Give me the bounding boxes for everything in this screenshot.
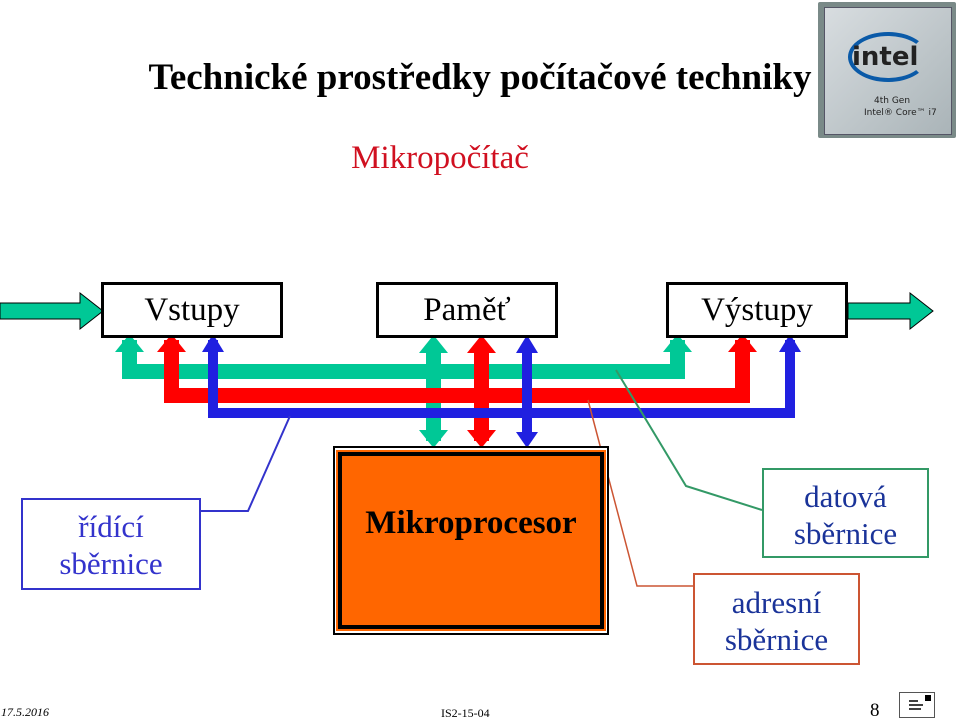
footer-date: 17.5.2016 (1, 705, 49, 719)
outputs-box: Výstupy (666, 282, 848, 338)
address-bus-label-line1: adresní (731, 585, 822, 620)
page-number: 8 (870, 700, 880, 721)
footer-code: IS2-15-04 (441, 706, 490, 720)
address-bus (157, 334, 757, 448)
control-bus-label-line2: sběrnice (59, 546, 163, 581)
data-bus-label-line2: sběrnice (793, 516, 898, 551)
input-arrow (0, 291, 104, 331)
data-bus-callout-line (615, 369, 763, 511)
address-bus-label-line2: sběrnice (724, 622, 829, 657)
cpu-label: Mikroprocesor (365, 505, 577, 541)
cpu-box (336, 450, 606, 631)
control-bus-callout-line (201, 415, 291, 512)
memory-box: Paměť (376, 282, 558, 338)
chip-brand: intel (852, 42, 919, 72)
intel-chip-image: intel 4th Gen Intel® Core™ i7 (818, 2, 956, 138)
slide-subtitle: Mikropočítač (351, 140, 529, 176)
chip-line2: Intel® Core™ i7 (864, 108, 937, 118)
address-bus-label: adresní sběrnice (693, 573, 860, 665)
slide-navigation-icon[interactable] (899, 692, 935, 718)
control-bus (202, 334, 801, 448)
control-bus-label-line1: řídící (78, 509, 144, 544)
data-bus-label: datová sběrnice (762, 468, 929, 558)
inputs-box: Vstupy (101, 282, 283, 338)
intel-logo (848, 32, 928, 82)
slide-title: Technické prostředky počítačové techniky (148, 57, 812, 98)
output-arrow (847, 291, 934, 331)
chip-line1: 4th Gen (874, 96, 911, 106)
data-bus-label-line1: datová (804, 479, 887, 514)
control-bus-label: řídící sběrnice (21, 498, 201, 590)
